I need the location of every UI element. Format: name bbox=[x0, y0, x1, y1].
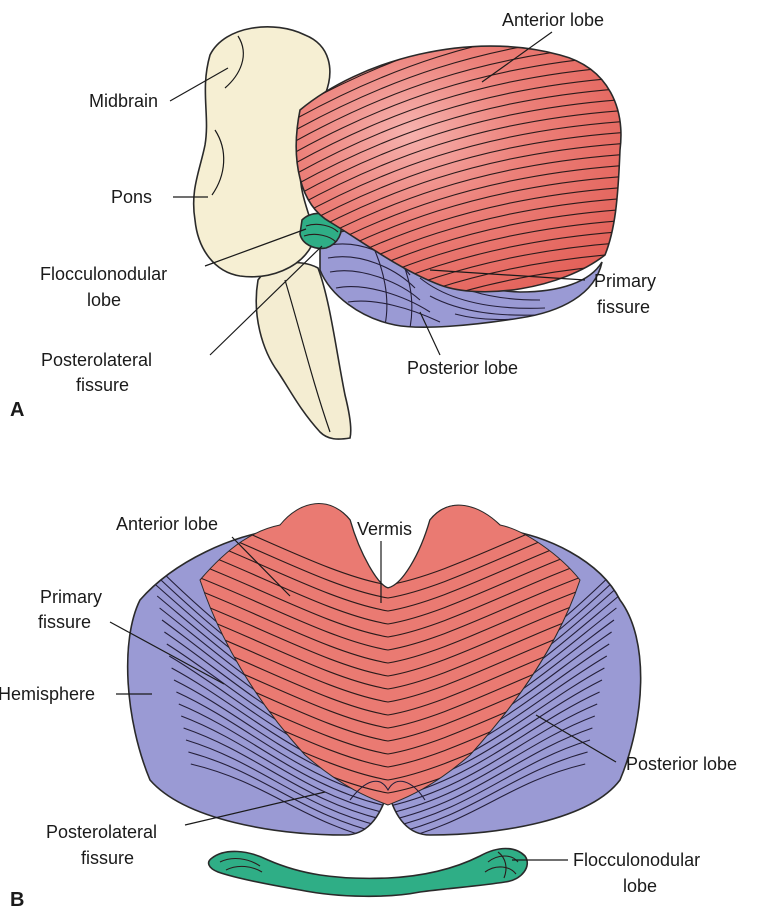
label-flocculonodular-b-2: lobe bbox=[623, 876, 657, 896]
label-anterior-a: Anterior lobe bbox=[502, 10, 604, 30]
label-primary-b-2: fissure bbox=[38, 612, 91, 632]
label-posterolateral-b-2: fissure bbox=[81, 848, 134, 868]
label-vermis-b: Vermis bbox=[357, 519, 412, 539]
label-posterolateral-a-1: Posterolateral bbox=[41, 350, 152, 370]
label-flocculonodular-a-2: lobe bbox=[87, 290, 121, 310]
label-primary-a-2: fissure bbox=[597, 297, 650, 317]
label-flocculonodular-a-1: Flocculonodular bbox=[40, 264, 167, 284]
label-primary-b-1: Primary bbox=[40, 587, 102, 607]
label-pons: Pons bbox=[111, 187, 152, 207]
panel-b-illustration bbox=[128, 504, 641, 897]
label-posterolateral-a-2: fissure bbox=[76, 375, 129, 395]
label-posterolateral-b-1: Posterolateral bbox=[46, 822, 157, 842]
label-flocculonodular-b-1: Flocculonodular bbox=[573, 850, 700, 870]
panel-letter-a: A bbox=[10, 399, 24, 421]
panel-letter-b: B bbox=[10, 889, 24, 911]
label-midbrain: Midbrain bbox=[89, 91, 158, 111]
label-anterior-b: Anterior lobe bbox=[116, 514, 218, 534]
flocculonodular-lobe-b bbox=[209, 849, 528, 897]
label-posterior-a: Posterior lobe bbox=[407, 358, 518, 378]
label-posterior-b: Posterior lobe bbox=[626, 754, 737, 774]
label-primary-a-1: Primary bbox=[594, 271, 656, 291]
label-hemisphere-b: Hemisphere bbox=[0, 684, 95, 704]
